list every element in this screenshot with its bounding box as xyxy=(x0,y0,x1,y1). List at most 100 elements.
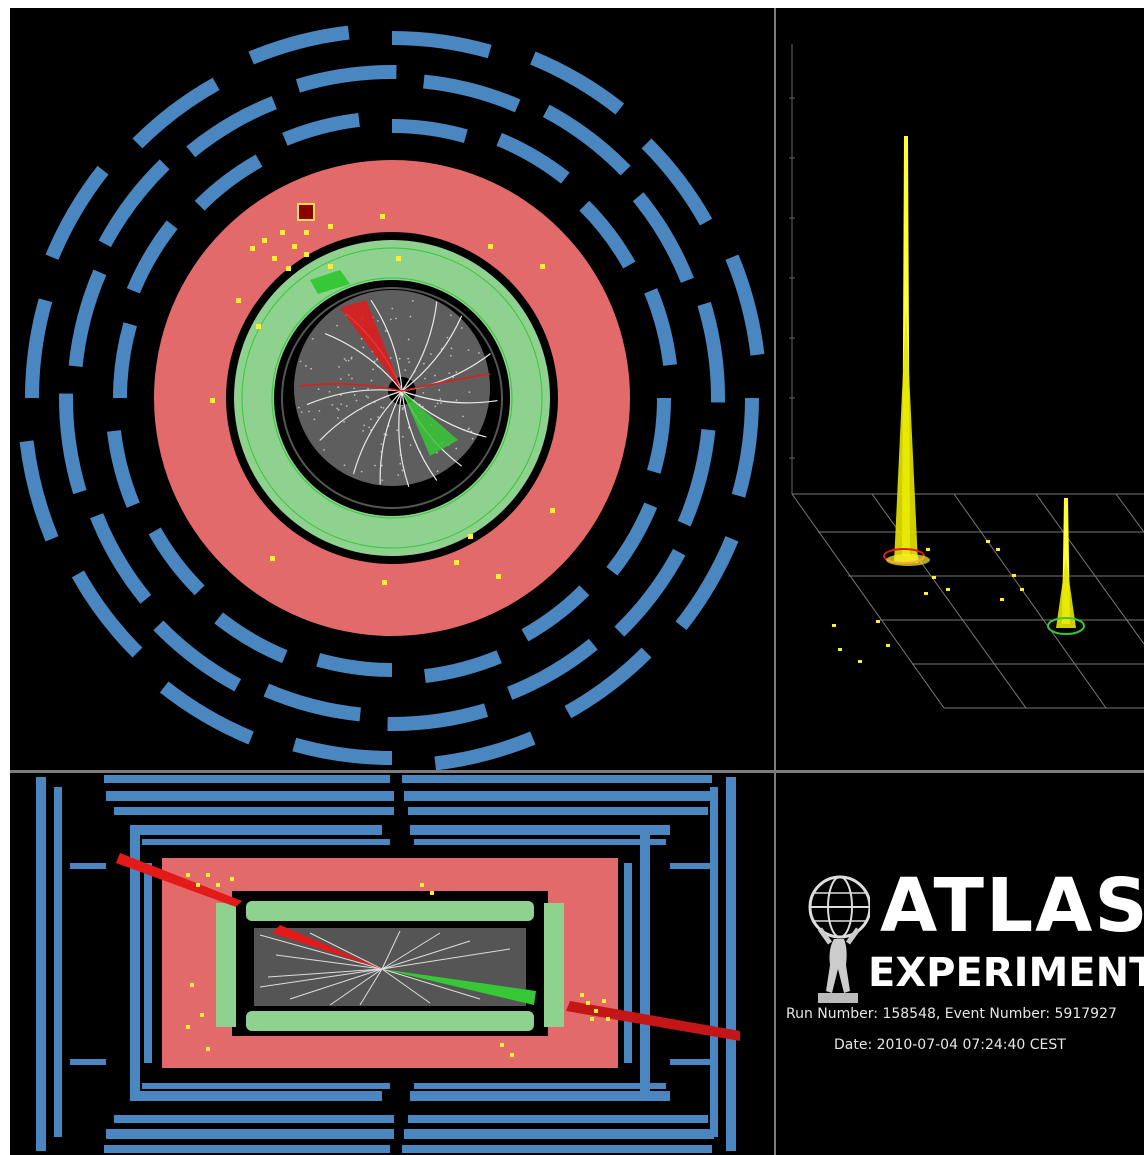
small-deposit xyxy=(932,576,936,579)
solenoid-line xyxy=(281,287,503,509)
red-forward-jet-right xyxy=(566,1001,740,1041)
lego-tower-1 xyxy=(883,136,930,566)
em-endcap-left xyxy=(216,903,236,1027)
energy-deposit xyxy=(304,230,309,235)
track xyxy=(379,390,403,485)
muon-chamber xyxy=(36,777,46,1151)
id-hit xyxy=(461,415,464,418)
muon-chamber xyxy=(214,612,288,664)
track xyxy=(329,968,383,1006)
muon-chamber xyxy=(675,536,739,631)
energy-deposit xyxy=(586,1001,590,1005)
muon-chamber xyxy=(126,220,178,294)
id-hit xyxy=(440,402,442,405)
muon-chamber xyxy=(144,863,152,1063)
track xyxy=(299,383,403,392)
muon-chamber xyxy=(579,200,636,269)
muon-chamber xyxy=(564,647,652,719)
small-deposit xyxy=(858,660,862,663)
track xyxy=(381,968,431,1004)
muon-chamber xyxy=(263,683,362,722)
id-hit xyxy=(369,418,372,421)
grid-line xyxy=(791,493,945,709)
lego-plot-panel[interactable] xyxy=(776,8,1144,770)
muon-chamber xyxy=(45,165,109,260)
id-hit xyxy=(455,399,458,401)
id-hit xyxy=(452,376,455,379)
energy-deposit xyxy=(186,1025,190,1029)
id-hit xyxy=(468,427,470,430)
id-hit xyxy=(317,388,320,390)
track xyxy=(319,390,403,441)
energy-deposit xyxy=(206,873,210,877)
muon-chamber xyxy=(106,791,394,801)
muon-chamber xyxy=(731,397,759,498)
muon-chamber xyxy=(19,440,59,542)
track xyxy=(381,930,401,970)
muon-chamber xyxy=(132,77,220,149)
id-hit xyxy=(368,426,371,429)
energy-deposit xyxy=(190,983,194,987)
red-forward-jet-left xyxy=(116,853,242,907)
top-border xyxy=(0,0,1144,8)
muon-chamber xyxy=(68,269,107,368)
id-hit xyxy=(343,421,345,423)
id-hit xyxy=(362,430,365,432)
energy-deposits xyxy=(210,214,555,585)
id-hit xyxy=(407,338,410,341)
muon-chamber xyxy=(410,1091,670,1101)
energy-deposit xyxy=(580,993,584,997)
id-hit xyxy=(401,408,404,411)
energy-deposit xyxy=(380,214,385,219)
id-hit xyxy=(478,352,480,354)
track xyxy=(359,968,383,1006)
id-hit xyxy=(310,367,313,370)
energy-deposit xyxy=(328,264,333,269)
muon-chamber xyxy=(726,777,736,1151)
track xyxy=(381,932,441,970)
id-hit xyxy=(439,397,442,400)
track xyxy=(267,968,383,978)
energy-deposit xyxy=(468,534,473,539)
lego-small-deposits xyxy=(832,540,1024,663)
small-deposit xyxy=(832,624,836,627)
id-hit xyxy=(337,417,339,419)
id-hit xyxy=(363,424,366,427)
id-hit xyxy=(367,396,369,399)
id-hit xyxy=(343,464,346,467)
id-hit xyxy=(446,336,449,339)
muon-chamber xyxy=(148,527,205,596)
id-hit xyxy=(411,300,414,302)
id-hit xyxy=(353,387,356,390)
transverse-view-panel[interactable] xyxy=(10,8,774,770)
green-em-deposit xyxy=(310,270,350,294)
id-hit xyxy=(409,315,412,318)
id-hit xyxy=(340,403,343,406)
energy-deposit xyxy=(396,256,401,261)
muon-chamber xyxy=(104,1145,390,1153)
track xyxy=(381,948,511,970)
muon-chamber xyxy=(521,585,590,642)
track xyxy=(289,968,383,1000)
experiment-wordmark: EXPERIMENT xyxy=(868,950,1144,996)
id-hit xyxy=(409,444,412,447)
track xyxy=(401,373,491,392)
muon-chamber xyxy=(295,65,397,93)
track xyxy=(401,390,498,404)
id-hit xyxy=(373,360,376,363)
id-hit xyxy=(362,346,365,349)
muon-chamber xyxy=(194,154,263,211)
id-hit xyxy=(377,416,380,418)
id-hit xyxy=(347,373,350,376)
energy-deposit xyxy=(280,230,285,235)
energy-deposit xyxy=(328,224,333,229)
muon-chamber xyxy=(71,570,143,658)
track xyxy=(381,940,471,970)
id-hit xyxy=(455,371,458,374)
muon-chamber xyxy=(710,787,718,1137)
energy-deposit xyxy=(230,877,234,881)
longitudinal-view-panel[interactable] xyxy=(10,773,774,1155)
id-hit xyxy=(339,377,342,380)
red-tower xyxy=(297,203,315,221)
outline-ring xyxy=(241,247,543,549)
